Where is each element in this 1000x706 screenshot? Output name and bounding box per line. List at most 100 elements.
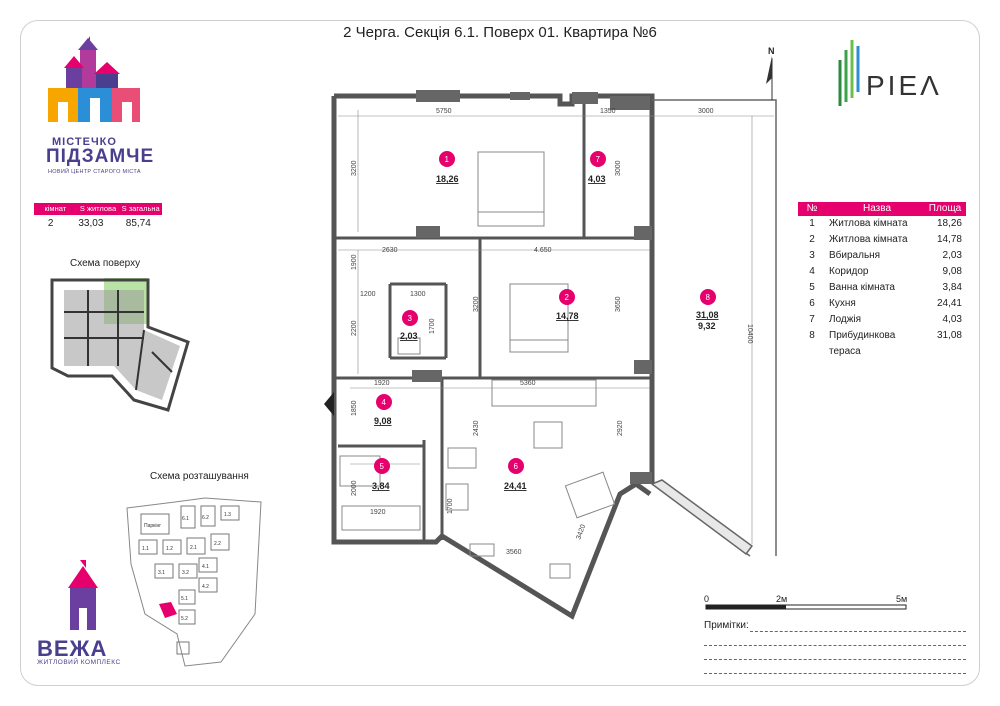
room-2-number: 2 — [565, 293, 570, 302]
room-table-area: 24,41 — [936, 298, 962, 309]
dim-4650: 4.650 — [534, 247, 552, 254]
site-label-5-2: 5.2 — [181, 616, 188, 622]
room-table-number: 1 — [809, 218, 815, 229]
room-4-number: 4 — [382, 398, 387, 407]
summary-rooms-value: 2 — [47, 218, 54, 229]
apartment-summary-table: кімнат S житлова S загальна 2 33,03 85,7… — [34, 203, 162, 233]
summary-header-living: S житлова — [79, 204, 117, 213]
north-label: N — [768, 46, 775, 56]
site-label-2-1: 2.1 — [190, 545, 197, 551]
page-title: 2 Черга. Секція 6.1. Поверх 01. Квартира… — [343, 24, 657, 41]
table-row: 4 Коридор 9,08 — [798, 264, 966, 280]
dim-1920-top: 1920 — [374, 380, 390, 387]
apartment-floor-plan: N 5750 1350 3000 3200 3000 2630 4.650 19… — [324, 46, 777, 620]
dim-1850: 1850 — [351, 400, 358, 416]
room-table-number: 8 — [809, 330, 815, 341]
dim-3650: 3650 — [615, 296, 622, 312]
dim-1700-wc: 1700 — [429, 318, 436, 334]
notes-label: Примітки: — [704, 620, 749, 631]
summary-total-value: 85,74 — [125, 218, 151, 229]
room-marker-7: 7 4,03 — [588, 151, 606, 184]
table-row: 2 Житлова кімната 14,78 — [798, 232, 966, 248]
notes-line — [750, 631, 966, 632]
brand-name-line1: МІСТЕЧКО — [52, 136, 117, 148]
summary-header-total: S загальна — [121, 204, 160, 213]
room-marker-2: 2 14,78 — [556, 289, 579, 321]
table-row: 3 Вбиральня 2,03 — [798, 248, 966, 264]
room-1-area: 18,26 — [436, 174, 459, 184]
veja-tower-logo-icon — [68, 560, 98, 630]
dim-3000-loggia: 3000 — [615, 160, 622, 176]
room-8-number: 8 — [706, 293, 711, 302]
room-5-number: 5 — [380, 462, 385, 471]
room-7-area: 4,03 — [588, 174, 606, 184]
dim-3200-left: 3200 — [351, 160, 358, 176]
riel-developer-logo-icon — [838, 40, 860, 106]
dim-1300: 1300 — [410, 291, 426, 298]
dim-3000-top: 3000 — [698, 108, 714, 115]
room-3-number: 3 — [408, 314, 413, 323]
scale-label-2m: 2м — [776, 594, 787, 604]
room-table-name: Кухня — [829, 298, 856, 309]
room-table-area: 14,78 — [936, 234, 962, 245]
sheet-frame — [20, 20, 980, 686]
room-table-name: Житлова кімната — [829, 234, 908, 245]
room-table-name: Лоджія — [829, 314, 862, 325]
dim-10400: 10400 — [746, 324, 753, 344]
site-label-2-2: 2.2 — [214, 541, 221, 547]
room-marker-5: 5 3,84 — [372, 458, 390, 491]
room-table-area: 18,26 — [936, 218, 962, 229]
room-8-area: 31,08 — [696, 310, 719, 320]
room-table-number: 6 — [809, 298, 815, 309]
site-label-6-2: 6.2 — [202, 515, 209, 521]
table-row: 7 Лоджія 4,03 — [798, 312, 966, 328]
room-table-area: 2,03 — [942, 250, 962, 261]
room-table-name: Ванна кімната — [829, 282, 895, 293]
room-6-number: 6 — [514, 462, 519, 471]
room-table-name: Коридор — [829, 266, 869, 277]
room-2-area: 14,78 — [556, 311, 579, 321]
room-table-area: 3,84 — [942, 282, 962, 293]
room-table-area: 4,03 — [942, 314, 962, 325]
site-label-6-1: 6.1 — [182, 516, 189, 522]
site-label-3-2: 3.2 — [182, 570, 189, 576]
room-table-number: 4 — [809, 266, 815, 277]
brand-name-line2: ПІДЗАМЧЕ — [46, 146, 155, 167]
developer-name: PIEΛ — [866, 70, 942, 101]
room-marker-6: 6 24,41 — [504, 458, 527, 491]
dim-3200-mid: 3200 — [473, 296, 480, 312]
dim-1920-bottom: 1920 — [370, 509, 386, 516]
room-table-number: 2 — [809, 234, 815, 245]
table-row: 1 Житлова кімната 18,26 — [798, 216, 966, 232]
castle-logo-icon — [48, 36, 140, 122]
dim-3560: 3560 — [506, 549, 522, 556]
entrance-marker-icon — [324, 392, 334, 416]
notes-line — [704, 673, 966, 674]
room-table-name: Прибудинкова тераса — [829, 330, 896, 357]
site-scheme-label: Схема розташування — [150, 471, 249, 482]
room-area-table: № Назва Площа 1 Житлова кімната 18,26 2 … — [798, 202, 966, 360]
room-8-area-secondary: 9,32 — [698, 321, 716, 331]
room-1-number: 1 — [445, 155, 450, 164]
notes-line — [704, 645, 966, 646]
room-marker-8: 8 31,08 9,32 — [696, 289, 719, 331]
room-table-name: Житлова кімната — [829, 218, 908, 229]
room-marker-4: 4 9,08 — [374, 394, 392, 426]
scale-bar: 0 2м 5м — [704, 594, 907, 610]
summary-values-row: 2 33,03 85,74 — [34, 215, 162, 233]
dim-1700-kitchen: 1700 — [447, 498, 454, 514]
floor-scheme-image — [50, 278, 190, 412]
dim-2430: 2430 — [473, 420, 480, 436]
dim-2000: 2000 — [351, 480, 358, 496]
table-row: 5 Ванна кімната 3,84 — [798, 280, 966, 296]
room-7-number: 7 — [596, 155, 601, 164]
dim-3420: 3420 — [575, 524, 587, 541]
site-label-4-2: 4.2 — [202, 584, 209, 590]
site-label-3-1: 3.1 — [158, 570, 165, 576]
room-table-name: Вбиральня — [829, 250, 881, 261]
room-table-header-area: Площа — [928, 203, 962, 214]
brand-tagline: НОВИЙ ЦЕНТР СТАРОГО МІСТА — [48, 169, 141, 175]
scale-label-0: 0 — [704, 594, 709, 604]
dim-5360: 5360 — [520, 380, 536, 387]
room-5-area: 3,84 — [372, 481, 390, 491]
